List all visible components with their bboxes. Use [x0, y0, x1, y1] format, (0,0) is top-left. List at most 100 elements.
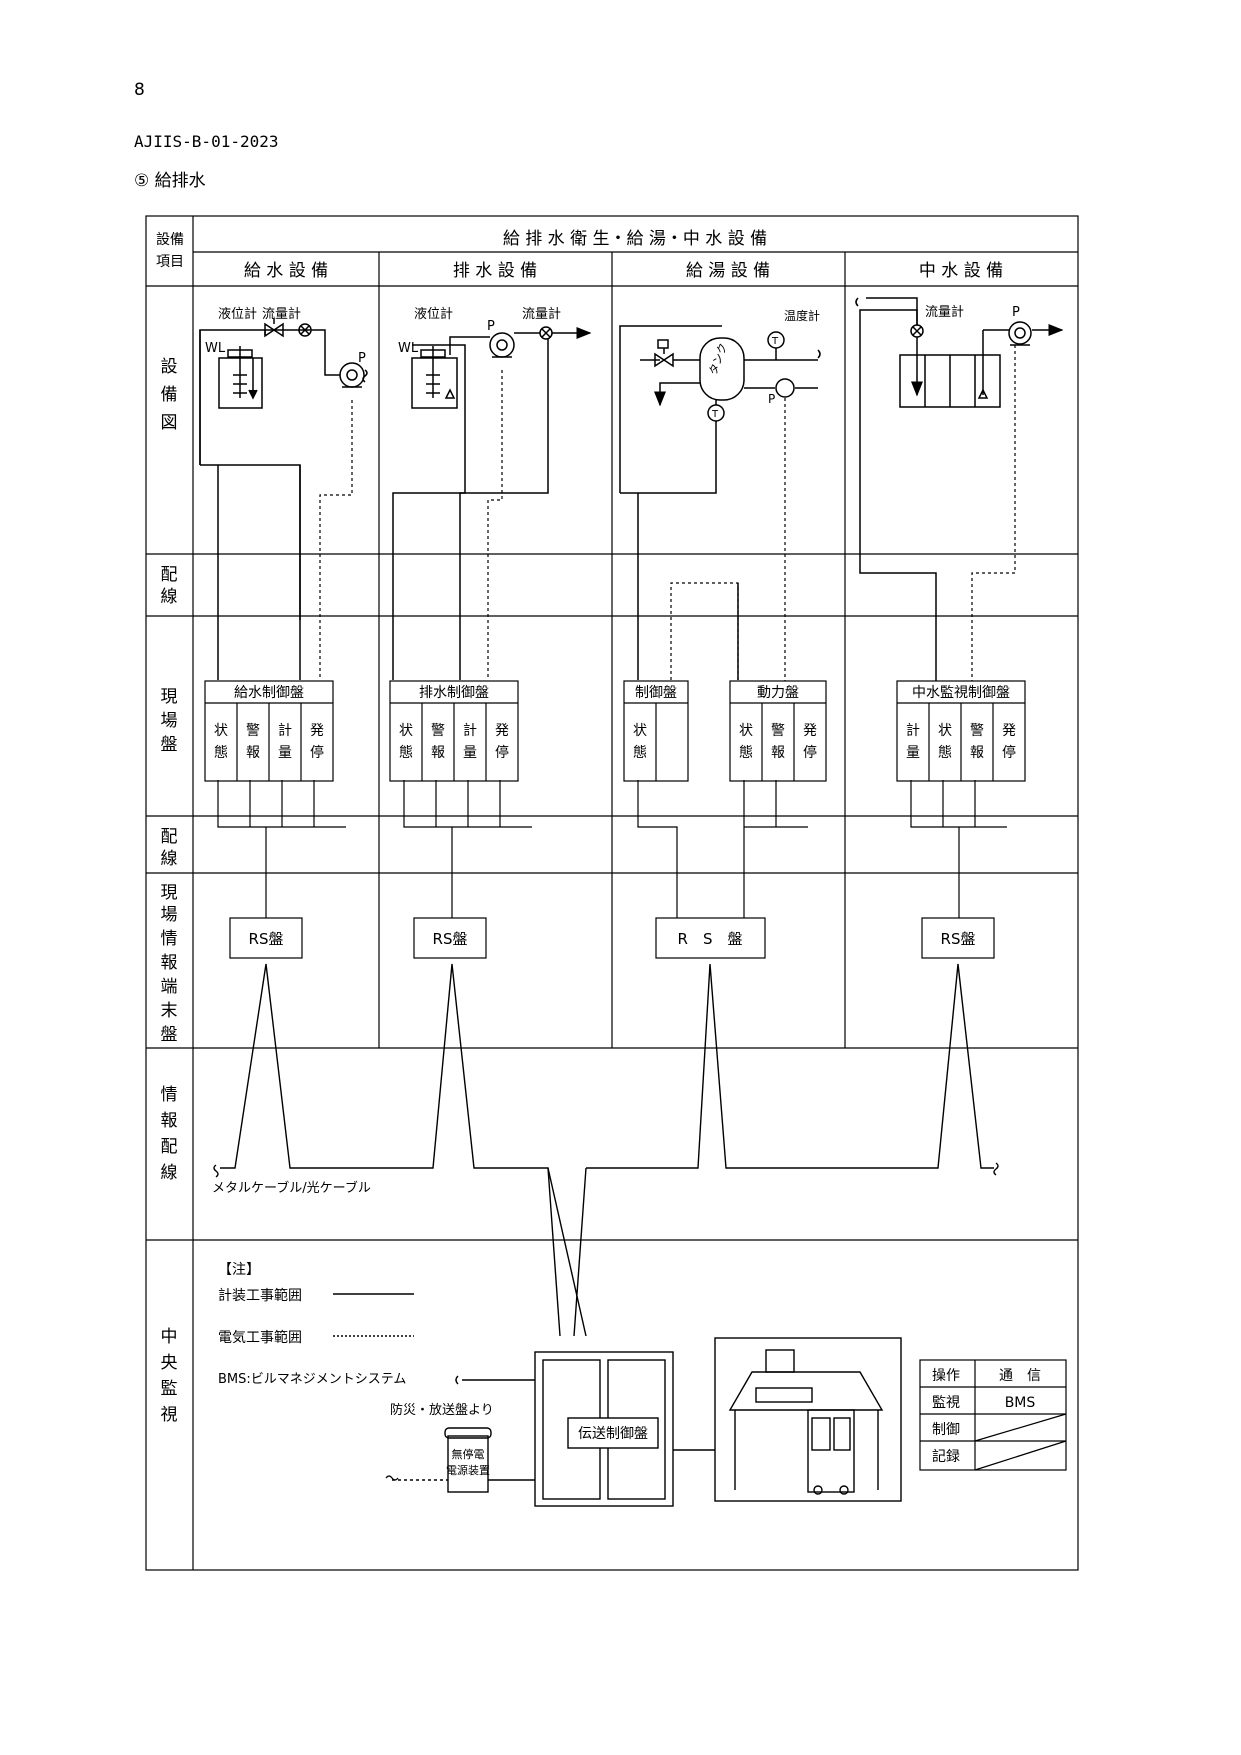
drainage-pump-icon	[489, 332, 515, 358]
row-label-info-4: 線	[161, 1163, 178, 1183]
document-id: AJIIS-B-01-2023	[134, 132, 279, 151]
row-label-rs-7: 盤	[161, 1025, 178, 1045]
hw-temp-meter-label: 温度計	[784, 308, 820, 323]
panel-cell-char: 状	[739, 723, 753, 739]
panel-cell-char: 量	[278, 745, 292, 761]
panel-cell-char: 量	[463, 745, 477, 761]
dr-level-meter-label: 液位計	[414, 306, 453, 322]
transmission-panel	[534, 1351, 674, 1507]
row-label-central-4: 視	[161, 1405, 178, 1425]
section-title: ⑤ 給排水	[134, 171, 206, 191]
panel-cell-char: 報	[246, 745, 260, 761]
row-label-field-2: 場	[161, 711, 178, 731]
ws-level-meter-label: 液位計	[218, 306, 257, 322]
row-label-wiring2-2: 線	[161, 849, 178, 869]
table-grid	[145, 215, 1079, 1571]
valve-icon	[264, 322, 284, 338]
panel-cell-char: 状	[214, 723, 228, 739]
desk-top	[728, 1371, 884, 1411]
panel-cell-char: 態	[633, 745, 647, 761]
gw-flow-meter-label: 流量計	[925, 304, 964, 320]
gw-pump-icon	[1008, 321, 1032, 345]
rs-label-2: RS盤	[433, 930, 468, 948]
panel-title: 給水制御盤	[234, 685, 304, 701]
ops-row1-value: 通 信	[999, 1368, 1041, 1384]
ups-label-1: 無停電	[452, 1447, 485, 1461]
operator-station-frame	[714, 1337, 902, 1502]
row-label-wiring1-1: 配	[161, 565, 178, 585]
cpu-cabinet-icon	[807, 1409, 855, 1493]
ups-device	[447, 1435, 489, 1493]
hw-tank	[699, 337, 745, 401]
main-header: 給 排 水 衛 生・給 湯・中 水 設 備	[503, 229, 767, 249]
panel-cell-char: 量	[906, 745, 920, 761]
ups-label-2: 電源装置	[446, 1463, 490, 1477]
rs-panel-gray-water	[921, 917, 995, 959]
panel-title: 動力盤	[757, 685, 799, 701]
panel-cell-char: 発	[495, 723, 509, 739]
legend-bms-note: BMS:ビルマネジメントシステム	[218, 1372, 406, 1387]
row-label-wiring1-2: 線	[161, 587, 178, 607]
ops-row1-label: 操作	[932, 1368, 960, 1384]
drainage-equipment	[392, 326, 592, 680]
col-header-water-supply: 給 水 設 備	[244, 261, 328, 281]
panel-cell-char: 警	[246, 723, 260, 739]
hw-t-symbol-2: T	[711, 409, 719, 420]
panel-cell-char: 報	[771, 745, 785, 761]
dr-pump-label: P	[487, 319, 495, 334]
row-label-rs-1: 現	[161, 883, 178, 903]
row-label-info-1: 情	[161, 1085, 178, 1105]
row-label-field-1: 現	[161, 687, 178, 707]
row-label-rs-5: 端	[161, 977, 178, 997]
rs-label-3: R S 盤	[678, 930, 743, 948]
ops-row3-label: 制御	[932, 1422, 960, 1438]
panel-cell-char: 態	[214, 745, 228, 761]
panel-cell-char: 停	[1002, 744, 1016, 761]
panel-cell-char: 停	[310, 744, 324, 761]
panel-cell-char: 警	[771, 723, 785, 739]
row-label-central-1: 中	[161, 1327, 178, 1347]
panel-title: 排水制御盤	[419, 685, 489, 701]
info-wiring	[213, 963, 999, 1337]
corner-label-1: 設備	[156, 232, 184, 248]
ops-row2-value: BMS	[1005, 1395, 1036, 1411]
rs-panel-water-supply	[229, 917, 303, 959]
panel-cell-char: 計	[278, 723, 292, 739]
row-label-info-3: 配	[161, 1137, 178, 1157]
panel-cell-char: 状	[938, 723, 952, 739]
ops-row2-label: 監視	[932, 1394, 960, 1411]
keyboard-icon	[755, 1387, 813, 1403]
panel-to-rs-wiring	[217, 780, 1007, 918]
rs-label-1: RS盤	[249, 930, 284, 948]
panel-title: 制御盤	[635, 685, 677, 701]
panel-title: 中水監視制御盤	[912, 684, 1010, 701]
rs-panel-drainage	[413, 917, 487, 959]
panel-cell-char: 態	[938, 745, 952, 761]
col-header-hot-water: 給 湯 設 備	[686, 261, 770, 281]
rs-label-4: RS盤	[941, 930, 976, 948]
row-label-diagram-1: 設	[161, 357, 178, 377]
panel-cell-char: 警	[431, 723, 445, 739]
panel-cell-char: 計	[906, 723, 920, 739]
panel-cell-char: 計	[463, 723, 477, 739]
row-label-rs-3: 情	[161, 929, 178, 949]
panel-cell-char: 報	[431, 745, 445, 761]
panel-cell-char: 状	[633, 723, 647, 739]
pump-icon	[339, 362, 365, 388]
water-supply-equipment	[199, 318, 368, 680]
ops-table	[919, 1359, 1067, 1471]
legend-electrical-work: 電気工事範囲	[218, 1329, 302, 1346]
col-header-gray-water: 中 水 設 備	[919, 261, 1003, 281]
row-label-diagram-3: 図	[161, 413, 178, 433]
gray-water-equipment	[855, 297, 1064, 681]
gw-pump-label: P	[1012, 305, 1020, 320]
hot-water-equipment	[619, 325, 821, 681]
row-label-central-2: 央	[161, 1353, 178, 1373]
cable-label: メタルケーブル/光ケーブル	[212, 1180, 371, 1196]
panel-cell-char: 態	[399, 745, 413, 761]
col-header-drainage: 排 水 設 備	[453, 261, 537, 281]
